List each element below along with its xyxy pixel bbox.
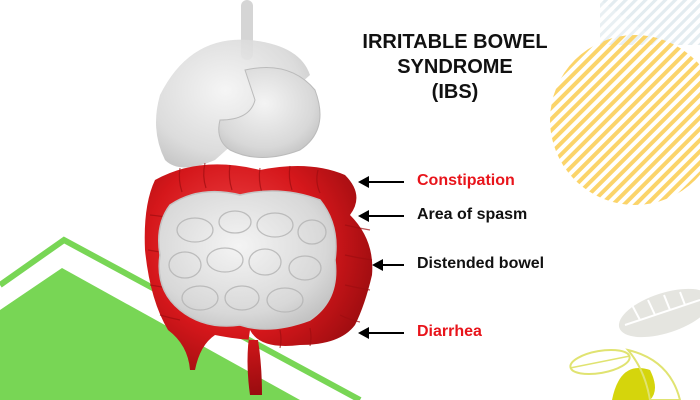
label-distended-bowel: Distended bowel [417,255,545,272]
stomach [218,67,321,158]
yellow-striped-circle [550,35,700,205]
label-area-of-spasm: Area of spasm [417,206,528,223]
label-diarrhea: Diarrhea [417,323,482,340]
green-triangle [0,268,300,400]
arrow-distended-bowel-icon [372,259,404,271]
title-line-1: IRRITABLE BOWEL [362,31,548,53]
title-line-2: SYNDROME [397,56,513,78]
arrow-area-of-spasm-icon [358,210,404,222]
arrow-constipation-icon [358,176,404,188]
leaf-decoration [569,288,700,400]
diagram-title: IRRITABLE BOWEL SYNDROME (IBS) [340,30,570,105]
small-intestine [158,190,337,330]
title-line-3: (IBS) [431,81,479,103]
arrow-diarrhea-icon [358,327,404,339]
green-chevron-outline [0,236,362,400]
label-constipation: Constipation [417,172,515,189]
